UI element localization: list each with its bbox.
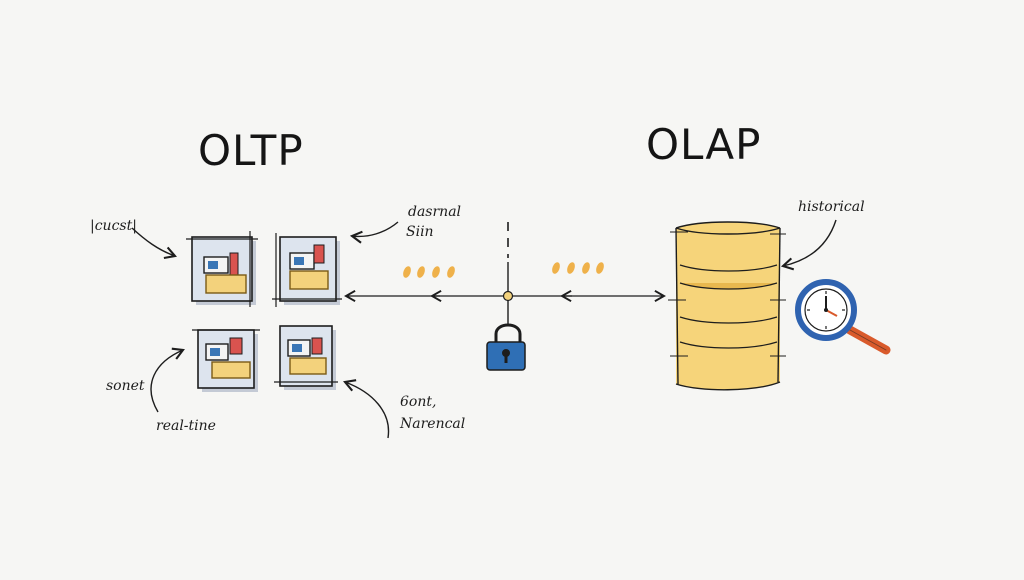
- transaction-window-icon-3: [192, 329, 260, 392]
- annotation-bottom-center-line1: 6ont,: [400, 394, 437, 410]
- annotation-arrow-historical: [780, 219, 837, 271]
- annotation-arrow-center-bottom: [343, 379, 390, 439]
- annotation-top-left: |cucst|: [90, 218, 137, 234]
- annotation-bottom-left-1: sonet: [106, 378, 145, 394]
- annotation-bottom-center-line2: Narencal: [400, 416, 466, 432]
- annotation-arrow-center-top: [349, 221, 399, 244]
- annotation-arrow-top-left: [131, 227, 177, 260]
- annotation-top-center-line2: Siin: [406, 224, 434, 240]
- lock-icon: [486, 323, 526, 371]
- oltp-title: OLTP: [198, 126, 304, 175]
- data-flow-dots-left: [403, 266, 455, 278]
- connector-hub: [502, 290, 514, 302]
- data-flow-dots-right: [552, 262, 604, 274]
- transaction-window-icon-1: [186, 231, 258, 307]
- olap-title: OLAP: [646, 120, 762, 169]
- annotation-top-center-line1: dasrnal: [408, 204, 462, 220]
- annotation-arrow-sonet: [150, 347, 185, 413]
- transaction-window-icon-4: [274, 325, 338, 390]
- transaction-window-icon-2: [272, 233, 342, 307]
- database-stack-icon: [668, 221, 786, 391]
- annotation-bottom-left-2: real-tine: [156, 418, 216, 434]
- clock-magnifier-icon: [795, 279, 891, 355]
- annotation-historical: historical: [798, 199, 865, 215]
